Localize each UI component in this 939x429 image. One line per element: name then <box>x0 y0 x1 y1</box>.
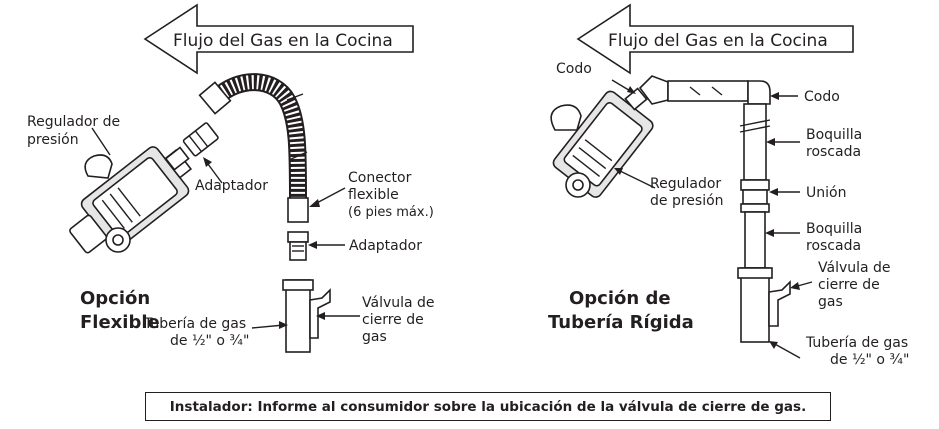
valve-rigid-label-line1: Válvula de <box>818 260 891 276</box>
rigid-leader-lines <box>611 79 813 359</box>
connector-label-line3: (6 pies máx.) <box>348 205 434 220</box>
regulator-rigid-label-line1: Regulador <box>650 176 721 192</box>
connector-label-line2: flexible <box>348 187 399 203</box>
valve-label-line2: cierre de <box>362 312 424 328</box>
pipe-rigid-label-line1: Tubería de gas <box>805 335 908 351</box>
flexible-connector-drawing <box>198 73 309 223</box>
flow-arrow-label: Flujo del Gas en la Cocina <box>173 31 393 51</box>
adapter-top-label: Adaptador <box>195 178 268 194</box>
nipple-top-label-line1: Boquilla <box>806 127 862 143</box>
pipe-label-line2: de ½" o ¾" <box>170 333 249 349</box>
pipe-label-line1: Tubería de gas <box>143 316 246 332</box>
adapter-bottom-drawing <box>287 231 309 261</box>
flow-arrow-right-panel: Flujo del Gas en la Cocina <box>576 3 854 75</box>
pressure-regulator-drawing-rigid <box>550 87 654 198</box>
flexible-option-panel: Flujo del Gas en la Cocina <box>27 3 435 353</box>
elbow-left-label: Codo <box>556 61 592 77</box>
installer-note-text: Instalador: Informe al consumidor sobre … <box>169 398 807 415</box>
connector-label-line1: Conector <box>348 170 412 186</box>
nipple-bottom-label-line1: Boquilla <box>806 221 862 237</box>
adapter-top-drawing <box>164 122 219 171</box>
rigid-option-title-line2: Tubería Rígida <box>548 312 694 333</box>
pressure-regulator-drawing <box>69 146 193 254</box>
regulator-label-line2: presión <box>27 132 79 148</box>
adapter-bottom-label: Adaptador <box>349 238 422 254</box>
flow-arrow-label-rigid: Flujo del Gas en la Cocina <box>608 31 828 51</box>
valve-rigid-label-line2: cierre de <box>818 277 880 293</box>
nipple-top-label-line2: roscada <box>806 144 861 160</box>
pipe-rigid-label-line2: de ½" o ¾" <box>830 352 909 368</box>
rigid-option-panel: Flujo del Gas en la Cocina <box>548 3 909 368</box>
elbow-right-label: Codo <box>804 89 840 105</box>
installer-note: Instalador: Informe al consumidor sobre … <box>145 392 831 421</box>
rigid-piping-drawing <box>638 75 791 343</box>
shutoff-valve-drawing <box>282 279 331 353</box>
nipple-bottom-label-line2: roscada <box>806 238 861 254</box>
option-title-line1: Opción <box>80 288 150 309</box>
rigid-option-title-line1: Opción de <box>569 288 671 309</box>
flexible-leader-lines <box>91 127 360 329</box>
valve-rigid-label-line3: gas <box>818 294 843 310</box>
valve-label-line3: gas <box>362 329 387 345</box>
flow-arrow-left-panel: Flujo del Gas en la Cocina <box>143 3 414 75</box>
regulator-label-line1: Regulador de <box>27 114 120 130</box>
option-title-line2: Flexible <box>80 312 160 333</box>
regulator-rigid-label-line2: de presión <box>650 193 724 209</box>
union-label: Unión <box>806 185 846 201</box>
valve-label-line1: Válvula de <box>362 295 435 311</box>
